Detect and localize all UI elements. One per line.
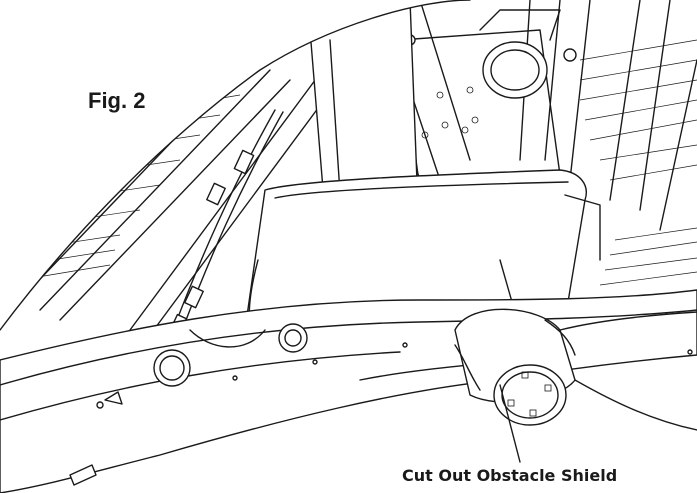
lower-hub [454, 308, 576, 426]
callout-label: Cut Out Obstacle Shield [402, 466, 618, 485]
view-boundary [0, 0, 471, 331]
cable-assembly [170, 109, 284, 333]
callout-leader-line [499, 384, 521, 463]
figure-title: Fig. 2 [88, 88, 146, 113]
right-sweep [559, 311, 697, 431]
beam-bolts [153, 323, 308, 387]
main-frame-beam [0, 289, 697, 493]
